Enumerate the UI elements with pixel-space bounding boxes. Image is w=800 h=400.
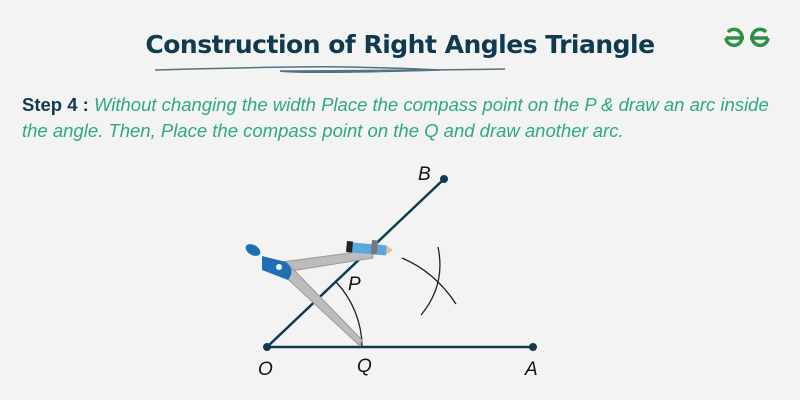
arc-from-p — [401, 257, 457, 305]
point-o — [263, 343, 271, 351]
label-q: Q — [357, 356, 372, 377]
page-title: Construction of Right Angles Triangle — [145, 30, 655, 59]
point-a — [529, 343, 537, 351]
step-instruction: Step 4 : Without changing the width Plac… — [22, 92, 792, 144]
label-b: B — [418, 164, 431, 185]
label-o: O — [258, 359, 273, 380]
step-label: Step 4 : — [22, 94, 89, 115]
title-underline — [154, 66, 506, 74]
ray-ob — [266, 178, 445, 348]
compass-icon — [245, 240, 393, 347]
step-text: Without changing the width Place the com… — [22, 94, 769, 141]
point-b — [440, 175, 448, 183]
arc-from-q — [420, 246, 441, 316]
label-p: P — [348, 274, 361, 295]
label-a: A — [524, 359, 538, 380]
gfg-logo-icon — [722, 24, 772, 61]
